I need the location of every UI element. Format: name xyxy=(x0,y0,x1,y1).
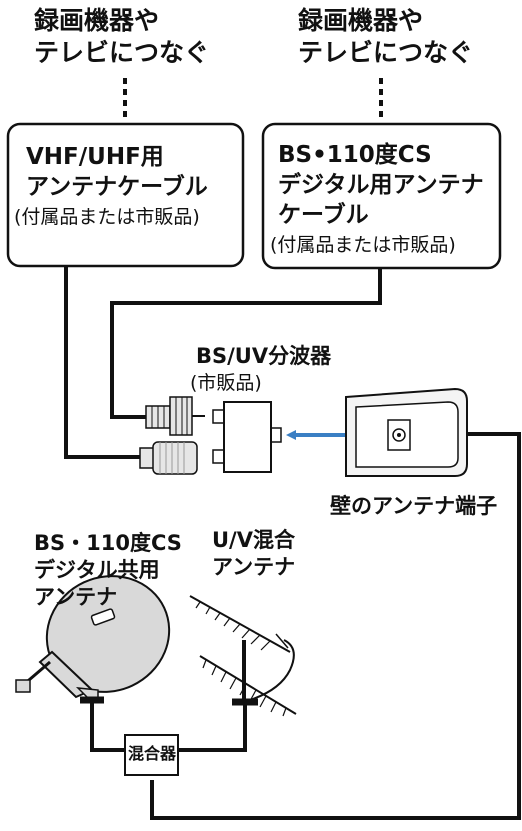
plug-connector xyxy=(139,441,198,475)
box-right-line3: ケーブル xyxy=(278,202,369,228)
box-right-line1: BS•110度CS xyxy=(278,142,432,168)
uv-antenna-label-line2: アンテナ xyxy=(212,555,296,579)
box-left-line1: VHF/UHF用 xyxy=(26,144,164,170)
uv-yagi-antenna xyxy=(189,595,297,717)
wall-terminal-label: 壁のアンテナ端子 xyxy=(330,494,498,518)
box-left-note: (付属品または市販品) xyxy=(14,206,200,228)
bs-antenna-label-line2: デジタル共用 xyxy=(34,558,160,582)
box-right-line2: デジタル用アンテナ xyxy=(278,172,484,198)
box-right-note: (付属品または市販品) xyxy=(270,234,456,256)
box-left-frame xyxy=(6,122,245,268)
top-right-label-line1: 録画機器や xyxy=(298,6,424,35)
wall-plate xyxy=(345,387,468,477)
bs-antenna-label-line3: アンテナ xyxy=(34,585,118,609)
mixer-label: 混合器 xyxy=(128,744,177,763)
top-right-label-line2: テレビにつなぐ xyxy=(298,38,474,67)
top-left-label-line1: 録画機器や xyxy=(34,6,160,35)
vhf-uhf-cable xyxy=(64,266,142,459)
mixer-box xyxy=(124,734,179,776)
bs-dish-antenna xyxy=(15,575,171,704)
bs-cs-cable xyxy=(110,268,382,419)
f-connector xyxy=(145,396,205,436)
wall-to-mixer-cable xyxy=(150,432,521,820)
splitter-label: BS/UV分波器 xyxy=(196,344,332,368)
uv-antenna-label-line1: U/V混合 xyxy=(212,528,295,552)
splitter-note: (市販品) xyxy=(190,372,262,394)
top-left-label-line2: テレビにつなぐ xyxy=(34,38,210,67)
bs-uv-splitter xyxy=(212,401,282,473)
bs-antenna-label-line1: BS・110度CS xyxy=(34,531,182,555)
antenna-feed-cable xyxy=(90,701,247,752)
box-left-line2: アンテナケーブル xyxy=(26,174,208,200)
